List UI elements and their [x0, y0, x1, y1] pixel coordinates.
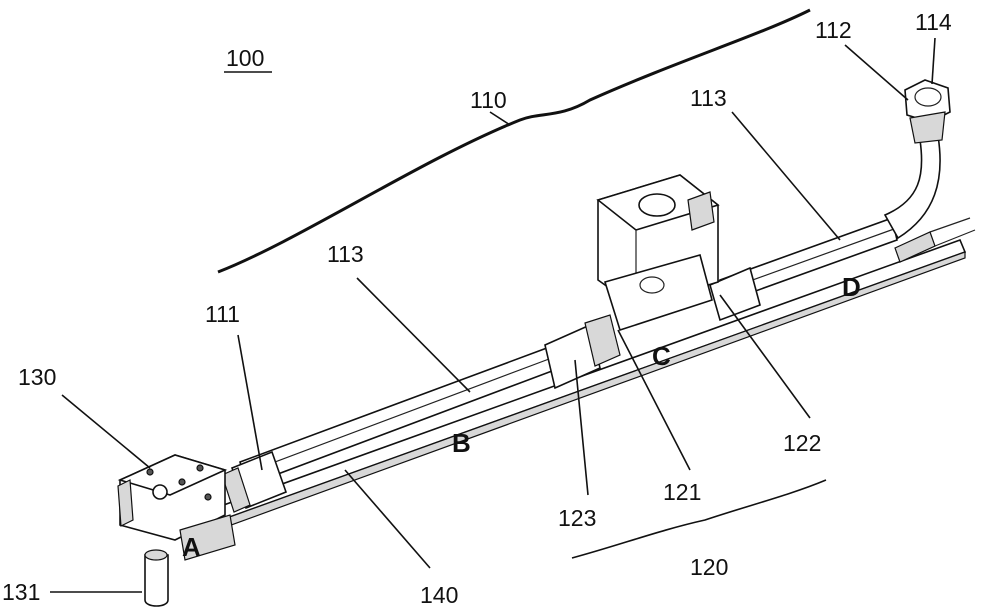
wire-110: [217, 8, 811, 274]
valve-121: [596, 174, 720, 332]
point-a: A: [182, 532, 201, 562]
label-100: 100: [226, 45, 264, 71]
label-114: 114: [915, 9, 952, 35]
leader-lines: [50, 37, 936, 593]
label-122: 122: [783, 430, 821, 456]
point-b: B: [452, 428, 471, 458]
nut-114: [904, 79, 951, 144]
label-120: 120: [690, 554, 728, 580]
label-111: 111: [205, 301, 240, 327]
label-112: 112: [815, 17, 852, 43]
label-113-right: 113: [690, 85, 727, 111]
label-131: 131: [2, 579, 40, 605]
label-121: 121: [663, 479, 701, 505]
fitting-111: [221, 450, 288, 513]
label-140: 140: [420, 582, 458, 608]
label-113-left: 113: [327, 241, 364, 267]
fitting-122: [709, 266, 761, 322]
fitting-123: [544, 314, 621, 390]
label-123: 123: [558, 505, 596, 531]
label-130: 130: [18, 364, 56, 390]
pipe-113: [239, 135, 976, 488]
point-c: C: [652, 341, 671, 371]
label-110: 110: [470, 87, 507, 113]
block-130: [117, 454, 236, 561]
pin-131: [144, 549, 169, 607]
brace-120: [571, 479, 827, 559]
point-d: D: [842, 272, 861, 302]
